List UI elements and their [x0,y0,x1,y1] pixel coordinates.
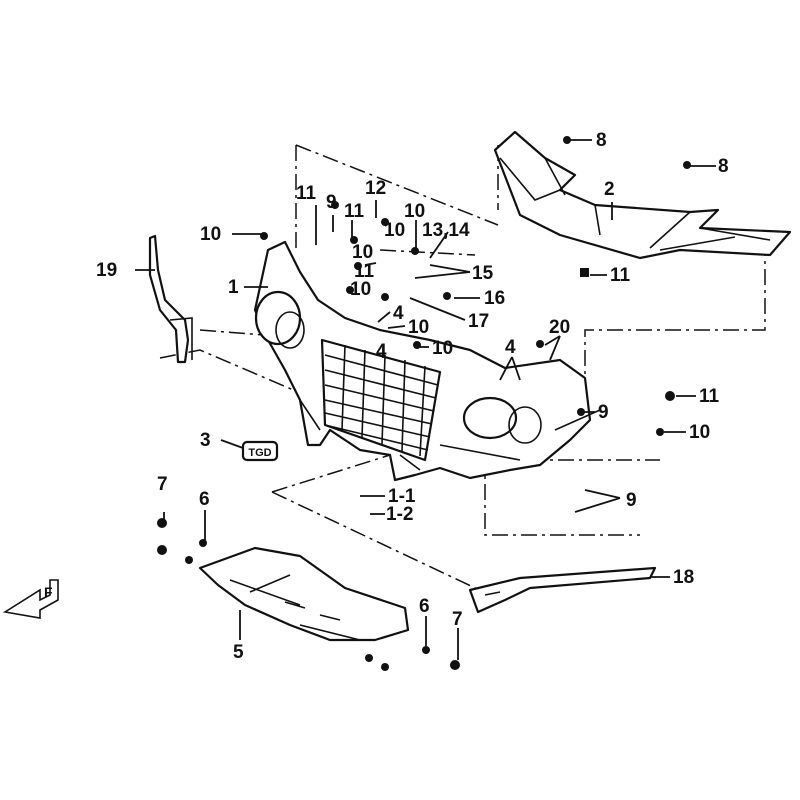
label-part-12: 12 [365,178,386,199]
label-part-17: 17 [468,311,489,332]
label-part-7: 7 [452,609,463,630]
label-part-4: 4 [393,303,404,324]
label-part-11: 11 [610,265,631,286]
emblem-text: TGD [248,447,271,459]
leader-lines [135,139,716,660]
label-part-1-2: 1-2 [386,504,413,525]
label-part-9: 9 [598,402,609,423]
label-part-10: 10 [352,242,373,263]
label-part-20: 20 [549,317,570,338]
label-part-1-1: 1-1 [388,486,416,507]
label-part-6: 6 [199,489,210,510]
direction-marker: F [2,579,59,619]
part-labels: 8 8 2 11 11 9 12 11 10 10 13,14 10 11 10… [96,130,729,663]
label-part-19: 19 [96,260,117,281]
side-trim-part-19 [148,234,193,364]
emblem-part-3: TGD [241,440,279,462]
label-part-3: 3 [200,430,211,451]
lower-lip-part-18 [468,566,657,614]
label-part-4: 4 [505,337,516,358]
label-part-10: 10 [404,201,425,222]
label-part-10: 10 [384,220,405,241]
label-part-11: 11 [344,201,365,222]
direction-marker-text: F [44,584,53,600]
fasteners [157,136,691,671]
label-part-11: 11 [354,261,375,282]
label-part-5: 5 [233,642,244,663]
label-part-7: 7 [157,474,168,495]
label-part-1: 1 [228,277,239,298]
label-part-10: 10 [200,224,221,245]
label-part-2: 2 [604,179,615,200]
label-part-10: 10 [432,338,453,359]
label-part-8: 8 [596,130,607,151]
label-part-11: 11 [296,183,317,204]
skid-plate-part-5 [198,546,410,642]
label-part-9: 9 [626,490,637,511]
label-part-10: 10 [408,317,429,338]
label-part-9: 9 [326,192,337,213]
upper-trim-part-2 [493,130,792,260]
label-part-11: 11 [699,386,720,407]
label-part-8: 8 [718,156,729,177]
label-part-6: 6 [419,596,430,617]
label-part-18: 18 [673,567,694,588]
label-part-16: 16 [484,288,505,309]
label-part-10: 10 [689,422,710,443]
label-part-13-14: 13,14 [422,220,470,241]
label-part-4: 4 [376,341,387,362]
front-grille [320,338,442,462]
label-part-15: 15 [472,263,494,284]
label-part-10: 10 [350,279,371,300]
